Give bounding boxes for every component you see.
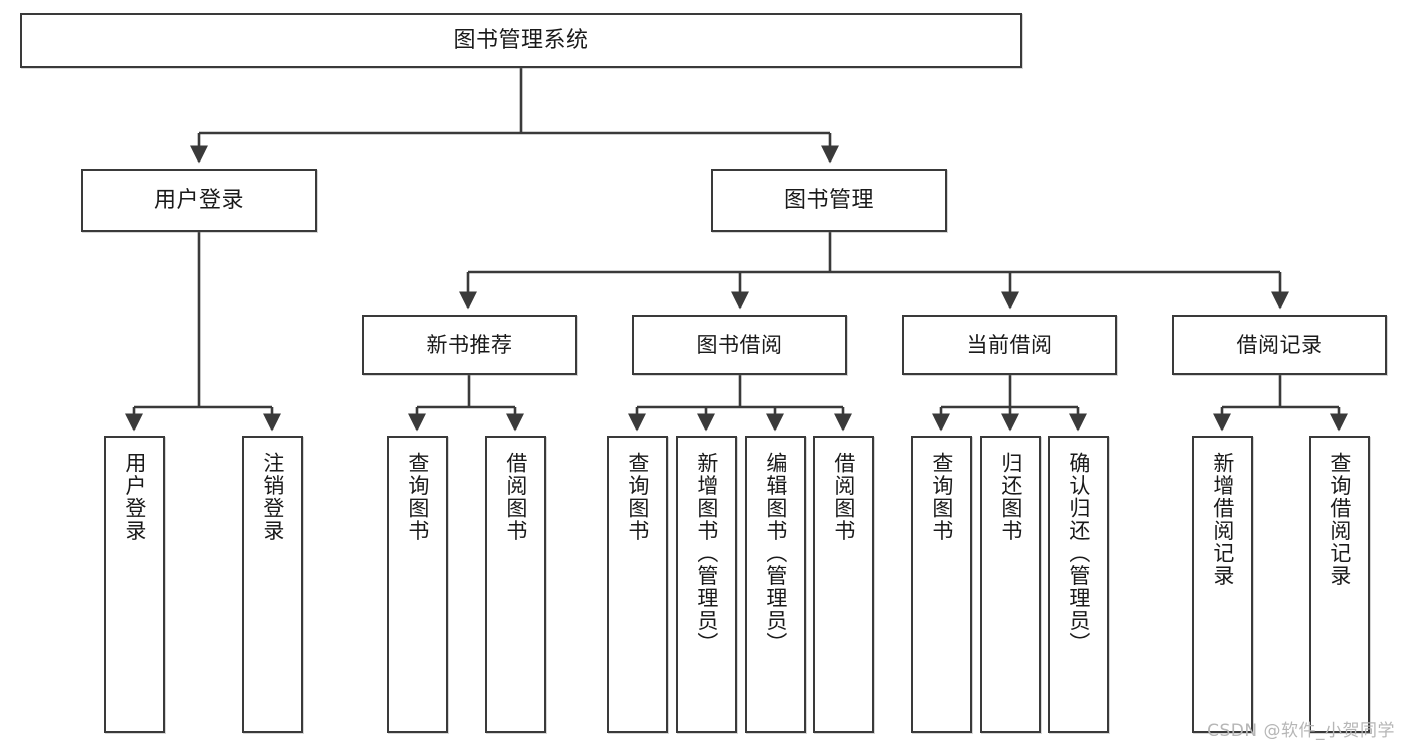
- node-leaf-borrow-edit-book[interactable]: 编辑图书（管理员）: [745, 436, 806, 733]
- node-label: 用户登录: [153, 187, 244, 213]
- node-leaf-current-query-book[interactable]: 查询图书: [911, 436, 972, 733]
- node-label: 新书推荐: [426, 332, 513, 357]
- node-book-borrow[interactable]: 图书借阅: [632, 315, 847, 375]
- node-leaf-borrow-add-book[interactable]: 新增图书（管理员）: [676, 436, 737, 733]
- node-leaf-user-login[interactable]: 用户登录: [104, 436, 165, 733]
- node-leaf-current-return-book[interactable]: 归还图书: [980, 436, 1041, 733]
- node-label: 编辑图书（管理员）: [763, 452, 788, 655]
- node-borrow-record[interactable]: 借阅记录: [1172, 315, 1387, 375]
- node-book-management[interactable]: 图书管理: [711, 169, 947, 232]
- node-current-borrow[interactable]: 当前借阅: [902, 315, 1117, 375]
- node-label: 新增借阅记录: [1210, 452, 1235, 587]
- node-label: 注销登录: [260, 452, 285, 542]
- node-label: 查询借阅记录: [1327, 452, 1352, 587]
- node-label: 借阅记录: [1236, 332, 1323, 357]
- node-leaf-user-logout[interactable]: 注销登录: [242, 436, 303, 733]
- node-label: 确认归还（管理员）: [1066, 452, 1091, 655]
- node-new-book-recommend[interactable]: 新书推荐: [362, 315, 577, 375]
- node-leaf-record-query[interactable]: 查询借阅记录: [1309, 436, 1370, 733]
- node-label: 图书管理: [783, 187, 874, 213]
- node-leaf-borrow-borrow-book[interactable]: 借阅图书: [813, 436, 874, 733]
- node-leaf-borrow-query-book[interactable]: 查询图书: [607, 436, 668, 733]
- node-leaf-current-confirm-return[interactable]: 确认归还（管理员）: [1048, 436, 1109, 733]
- node-label: 查询图书: [405, 452, 430, 542]
- node-leaf-record-add[interactable]: 新增借阅记录: [1192, 436, 1253, 733]
- node-label: 借阅图书: [831, 452, 856, 542]
- node-book-management-system[interactable]: 图书管理系统: [20, 13, 1022, 68]
- node-label: 归还图书: [998, 452, 1023, 542]
- node-user-login[interactable]: 用户登录: [81, 169, 317, 232]
- node-label: 借阅图书: [503, 452, 528, 542]
- node-leaf-recommend-borrow-book[interactable]: 借阅图书: [485, 436, 546, 733]
- node-label: 当前借阅: [966, 332, 1053, 357]
- node-label: 图书管理系统: [453, 27, 589, 53]
- node-leaf-recommend-query-book[interactable]: 查询图书: [387, 436, 448, 733]
- node-label: 图书借阅: [696, 332, 783, 357]
- node-label: 查询图书: [929, 452, 954, 542]
- node-label: 用户登录: [122, 452, 147, 542]
- node-label: 查询图书: [625, 452, 650, 542]
- node-label: 新增图书（管理员）: [694, 452, 719, 655]
